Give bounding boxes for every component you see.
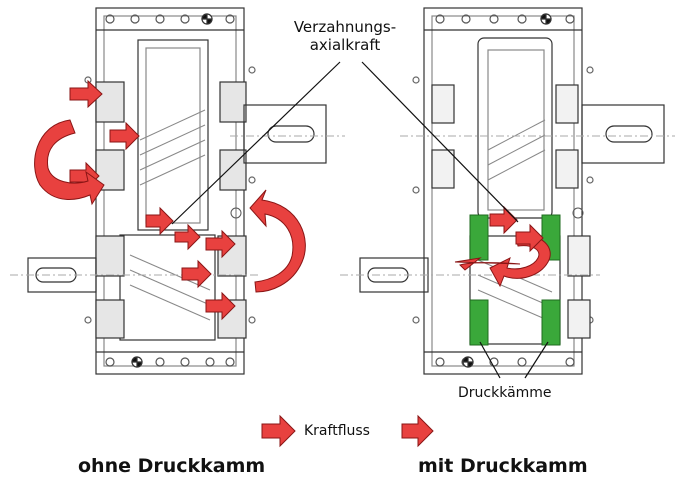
legend-arrow-right: [401, 414, 434, 448]
callout-lines: [171, 61, 549, 379]
bolts-left-bottom: [105, 357, 235, 367]
force-arrows-left: [34, 79, 306, 321]
bolts-right-top: [435, 14, 575, 24]
force-arrows-right: [454, 205, 551, 288]
gearbox-right: [359, 7, 665, 375]
bolts-right-bottom: [435, 357, 575, 367]
legend-label: Kraftfluss: [304, 423, 370, 439]
legend-arrows: [261, 414, 434, 448]
output-shaft-right: [581, 104, 665, 164]
thrust-combs: [469, 214, 561, 346]
bearings-right: [431, 84, 591, 339]
callout-gear-axial-force: Verzahnungs- axialkraft: [270, 18, 420, 54]
output-shaft-left: [243, 104, 327, 164]
caption-right: mit Druckkamm: [418, 455, 588, 477]
caption-left: ohne Druckkamm: [78, 455, 266, 477]
housing-right: [423, 7, 583, 375]
thrust-comb-label: Druckkämme: [458, 385, 552, 401]
callout-line-1: Verzahnungs-: [293, 18, 397, 36]
bolts-left-top: [105, 14, 235, 24]
callout-line-2: axialkraft: [309, 36, 381, 54]
